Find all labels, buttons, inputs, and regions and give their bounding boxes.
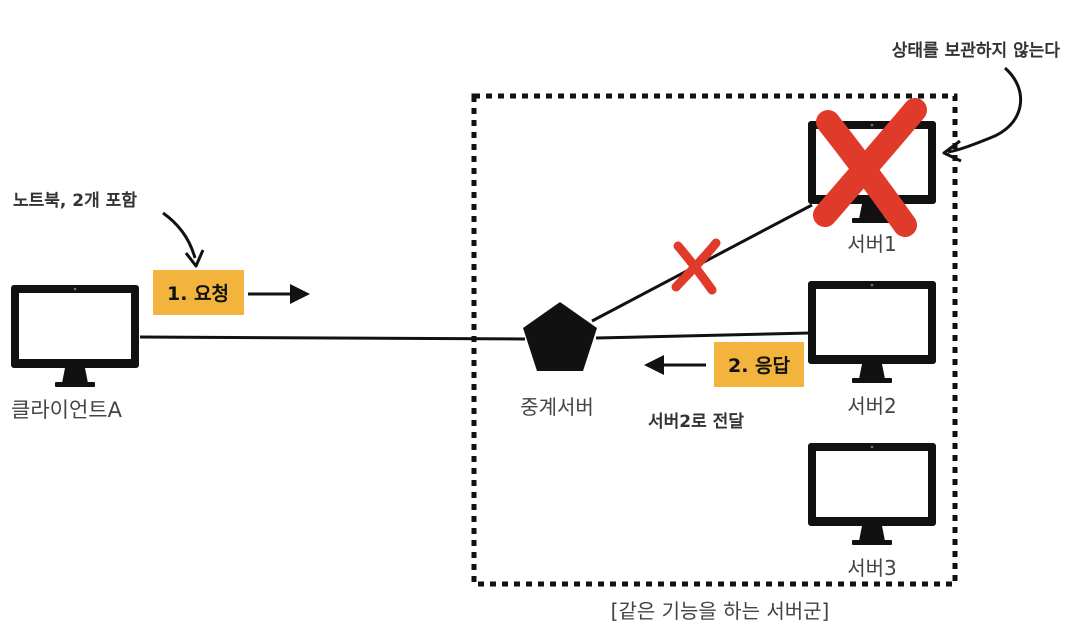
server-group-caption: [같은 기능을 하는 서버군]	[611, 599, 830, 623]
server2-monitor-icon	[808, 281, 936, 383]
relay-server2-line	[595, 331, 811, 340]
request-tag	[153, 270, 244, 315]
relay-label: 중계서버	[520, 395, 594, 419]
laptop-note-arrow-icon	[162, 211, 197, 259]
response-tag	[714, 342, 804, 387]
server3-label: 서버3	[847, 556, 897, 580]
forward-note: 서버2로 전달	[648, 411, 744, 432]
client-label: 클라이언트A	[11, 398, 123, 422]
connection-failure-icon	[671, 238, 721, 295]
request-arrow-icon	[290, 284, 310, 304]
stateless-note: 상태를 보관하지 않는다	[892, 41, 1061, 61]
response-label: 2. 응답	[728, 355, 791, 377]
relay-server-icon	[523, 302, 597, 371]
response-arrow-icon	[644, 355, 664, 375]
server3-monitor-icon	[808, 443, 936, 545]
request-label: 1. 요청	[167, 283, 229, 305]
laptop-note: 노트북, 2개 포함	[13, 190, 137, 211]
client-monitor-icon	[11, 285, 139, 387]
client-relay-line	[139, 335, 526, 341]
stateless-note-arrow-icon	[947, 66, 1022, 154]
server1-label: 서버1	[847, 232, 897, 256]
server2-label: 서버2	[847, 394, 897, 418]
server-down-icon	[813, 98, 927, 237]
